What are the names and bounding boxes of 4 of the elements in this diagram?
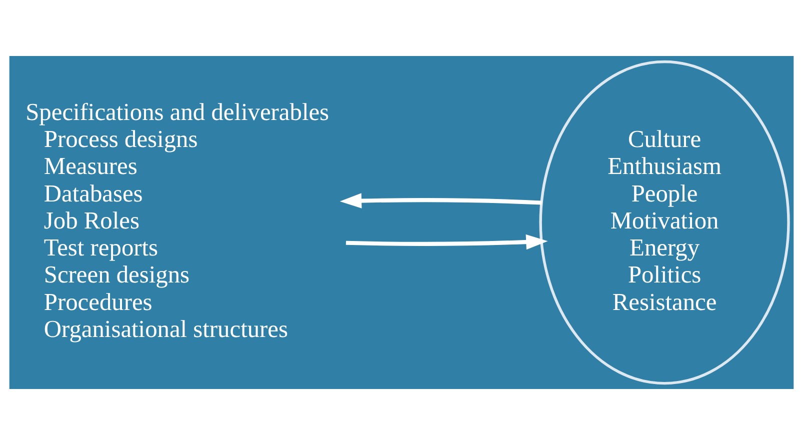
node-text: Specifications and deliverables Process designs Measures Databases Job Roles Test reports Screen designs Procedures Organisational structures bbox=[25, 98, 329, 342]
arrow bbox=[345, 234, 548, 250]
node-ellipse: Culture Enthusiasm People Motivation Energy Politics Resistance bbox=[538, 60, 790, 384]
arrow bbox=[339, 192, 542, 208]
